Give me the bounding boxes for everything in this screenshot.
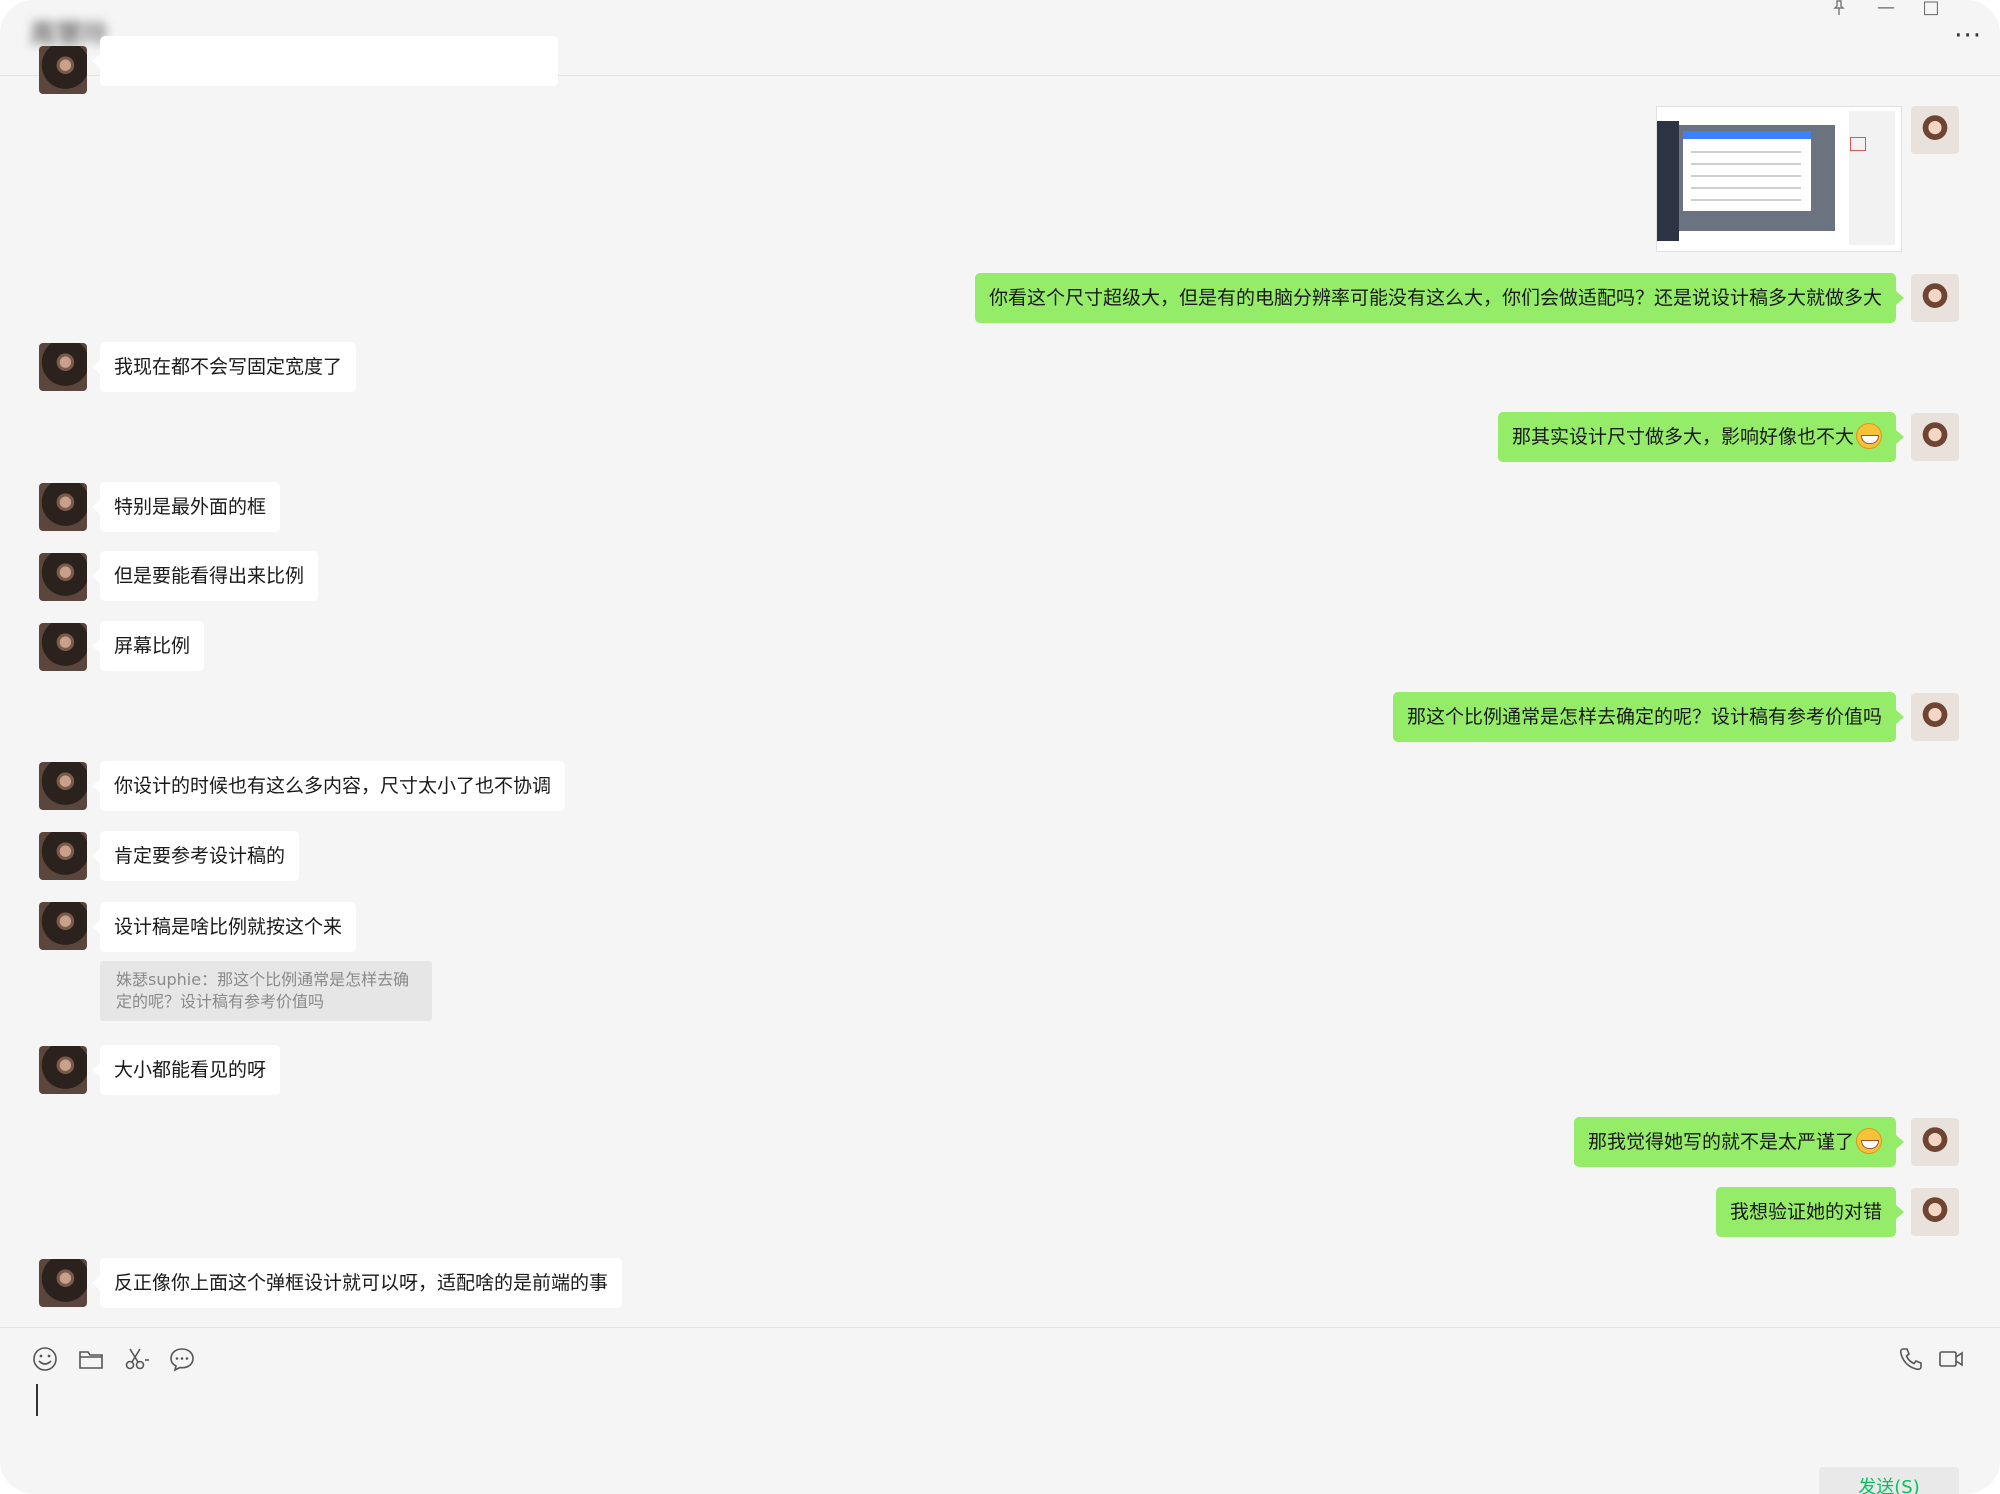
contact-avatar[interactable] [39,46,87,94]
contact-avatar[interactable] [39,902,87,950]
message-bubble-sent[interactable]: 那这个比例通常是怎样去确定的呢？设计稿有参考价值吗 [1392,692,1905,742]
message-bubble-received[interactable]: 反正像你上面这个弹框设计就可以呀，适配啥的是前端的事 [91,1258,623,1308]
message-text: 那我觉得她写的就不是太严谨了 [1587,1131,1854,1153]
my-avatar[interactable] [1911,413,1959,461]
phone-icon[interactable] [1898,1346,1924,1372]
input-area: 发送(S) [0,1327,2000,1494]
sent-screenshot-image[interactable] [1656,106,1902,252]
contact-avatar[interactable] [39,832,87,880]
more-options-button[interactable]: ··· [1954,21,1982,51]
emoji-icon[interactable] [32,1346,58,1372]
contact-avatar[interactable] [39,343,87,391]
message-bubble-received[interactable]: 大小都能看见的呀 [91,1045,281,1095]
my-avatar[interactable] [1911,106,1959,154]
contact-avatar[interactable] [39,623,87,671]
message-bubble-sent[interactable]: 你看这个尺寸超级大，但是有的电脑分辨率可能没有这么大，你们会做适配吗？还是说设计… [974,273,1905,323]
folder-icon[interactable] [78,1346,104,1372]
my-avatar[interactable] [1911,693,1959,741]
message-bubble-received[interactable]: 屏幕比例 [91,621,205,671]
message-bubble-received[interactable]: 你设计的时候也有这么多内容，尺寸太小了也不协调 [91,761,566,811]
message-bubble-received[interactable]: 我现在都不会写固定宽度了 [91,342,357,392]
message-bubble-clipped [92,36,558,86]
message-bubble-received[interactable]: 设计稿是啥比例就按这个来 [91,902,357,952]
maximize-button[interactable]: □ [1922,0,1940,18]
message-bubble-received[interactable]: 特别是最外面的框 [91,482,281,532]
message-bubble-sent[interactable]: 那其实设计尺寸做多大，影响好像也不大 [1497,412,1905,462]
grin-emoji-icon [1856,1127,1882,1154]
my-avatar[interactable] [1911,274,1959,322]
send-button[interactable]: 发送(S) [1819,1467,1959,1494]
contact-avatar[interactable] [39,553,87,601]
contact-avatar[interactable] [39,1259,87,1307]
my-avatar[interactable] [1911,1118,1959,1166]
chat-bubble-icon[interactable] [169,1346,195,1372]
message-list[interactable]: 你看这个尺寸超级大，但是有的电脑分辨率可能没有这么大，你们会做适配吗？还是说设计… [0,36,2000,1326]
message-bubble-sent[interactable]: 那我觉得她写的就不是太严谨了 [1573,1117,1905,1167]
chat-title: 周慧玲 [30,20,109,50]
message-bubble-received[interactable]: 但是要能看得出来比例 [91,551,319,601]
text-input-caret[interactable] [36,1384,38,1416]
pin-icon[interactable] [1824,0,1854,24]
contact-avatar[interactable] [39,483,87,531]
video-icon[interactable] [1938,1346,1964,1372]
contact-avatar[interactable] [39,1046,87,1094]
message-bubble-sent[interactable]: 我想验证她的对错 [1715,1187,1905,1237]
message-bubble-received[interactable]: 肯定要参考设计稿的 [91,831,300,881]
scissors-icon[interactable] [124,1346,150,1372]
message-text: 那其实设计尺寸做多大，影响好像也不大 [1511,426,1854,448]
minimize-button[interactable]: — [1877,0,1895,18]
grin-emoji-icon [1856,422,1882,449]
my-avatar[interactable] [1911,1188,1959,1236]
contact-avatar[interactable] [39,762,87,810]
quoted-reply[interactable]: 姝瑟suphie：那这个比例通常是怎样去确定的呢？设计稿有参考价值吗 [100,961,432,1021]
